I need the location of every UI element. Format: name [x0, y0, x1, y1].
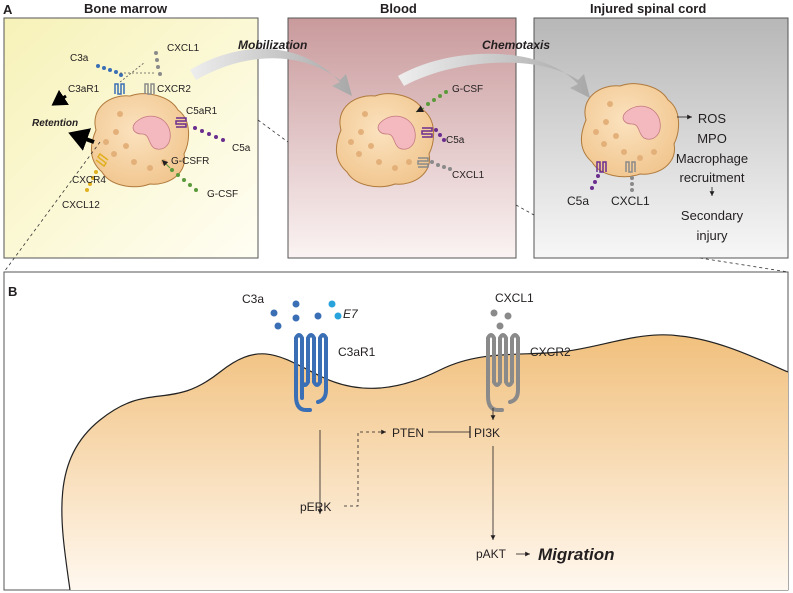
c5a-dots-sc: [590, 174, 600, 190]
c3a-dots-b: [270, 300, 322, 330]
c5a-dots-blood: [434, 128, 446, 142]
mobilization-label: Mobilization: [238, 38, 307, 52]
outcome-mpo: MPO: [697, 131, 727, 146]
c5a-label-sc: C5a: [567, 194, 589, 208]
gcsf-label-blood: G-CSF: [452, 84, 483, 95]
c5a-dots-bm: [193, 126, 225, 142]
secondary-label: Secondary: [681, 208, 744, 223]
cxcr2-receptor-b: [486, 333, 520, 412]
retention-label: Retention: [32, 118, 78, 129]
migration-label: Migration: [538, 545, 615, 564]
cxcl12-dots-bm: [85, 170, 98, 192]
cxcr4-label-bm: CXCR4: [72, 175, 106, 186]
cxcl1-dots-bm: [154, 51, 162, 76]
outcome-recruitment: recruitment: [679, 170, 744, 185]
zoom-line-blood-sc: [515, 204, 535, 216]
spinal-cord-neutrophil: [580, 83, 680, 178]
e7-dots-b: [328, 300, 342, 320]
cell-membrane-b: [61, 334, 789, 590]
c5ar1-receptor-sc: [596, 161, 607, 173]
cxcl12-label-bm: CXCL12: [62, 200, 100, 211]
cxcr2-receptor-bm: [144, 83, 155, 95]
cxcr4-receptor-bm: [95, 152, 109, 168]
panel-a-letter: A: [3, 2, 13, 17]
injury-label: injury: [696, 228, 728, 243]
c3a-label-bm: C3a: [70, 53, 89, 64]
c5a-label-blood: C5a: [446, 135, 465, 146]
zoom-line-bm-blood: [257, 119, 289, 143]
outcome-macrophage: Macrophage: [676, 151, 748, 166]
bm-dashed-link: [119, 61, 146, 83]
perk-to-pten-dashed: [344, 429, 386, 507]
blood-neutrophil: [335, 93, 435, 188]
c3ar1-receptor-bm: [114, 83, 125, 95]
pten-label: PTEN: [392, 426, 424, 440]
cxcr2-label-bm: CXCR2: [157, 84, 191, 95]
perk-label: pERK: [300, 500, 331, 514]
chemotaxis-arrow: [398, 53, 590, 98]
c3ar1-label-b: C3aR1: [338, 345, 376, 359]
c5ar1-receptor-blood: [421, 127, 433, 138]
cell-membrane-outline: [61, 334, 789, 591]
chemotaxis-label: Chemotaxis: [482, 38, 550, 52]
cxcl1-label-bm: CXCL1: [167, 43, 200, 54]
c5ar1-receptor-bm: [175, 117, 187, 128]
cxcl1-dots-sc: [630, 176, 634, 192]
mobilization-arrow: [190, 48, 352, 96]
cxcl1-dots-blood: [430, 160, 452, 171]
gcsf-label-bm: G-CSF: [207, 189, 238, 200]
gcsfr-receptor-blood: [415, 105, 425, 113]
pakt-label: pAKT: [476, 547, 507, 561]
c3a-dots-bm: [96, 64, 123, 77]
cxcr2-label-b: CXCR2: [530, 345, 571, 359]
cxcr2-receptor-sc: [625, 161, 636, 173]
zoom-line-left: [3, 141, 101, 273]
header-bone-marrow: Bone marrow: [84, 1, 168, 16]
gcsf-arrow-bm: [161, 159, 171, 169]
c3ar1-label-bm: C3aR1: [68, 84, 100, 95]
gcsf-dots-blood: [426, 90, 448, 106]
c3ar1-receptor-b: [294, 333, 328, 412]
pi3k-label: PI3K: [474, 426, 500, 440]
cxcr2-receptor-blood: [417, 157, 429, 168]
zoom-line-right: [699, 257, 789, 273]
e7-label: E7: [343, 307, 359, 321]
panel-b-letter: B: [8, 284, 17, 299]
c5ar1-label-bm: C5aR1: [186, 106, 218, 117]
c5a-label-bm: C5a: [232, 143, 251, 154]
cxcl1-dots-b: [490, 309, 512, 330]
retention-arrow-2: [68, 128, 95, 151]
bone-marrow-neutrophil: [90, 93, 190, 188]
c3a-label-b: C3a: [242, 292, 264, 306]
retention-arrow-1: [51, 89, 69, 106]
cxcl1-label-sc: CXCL1: [611, 194, 650, 208]
cxcl1-label-blood: CXCL1: [452, 170, 485, 181]
gcsf-dots-bm: [170, 168, 198, 192]
cxcl1-label-b: CXCL1: [495, 291, 534, 305]
header-injured-spinal-cord: Injured spinal cord: [590, 1, 706, 16]
gcsfr-label-bm: G-CSFR: [171, 156, 209, 167]
header-blood: Blood: [380, 1, 417, 16]
outcome-ros: ROS: [698, 111, 727, 126]
